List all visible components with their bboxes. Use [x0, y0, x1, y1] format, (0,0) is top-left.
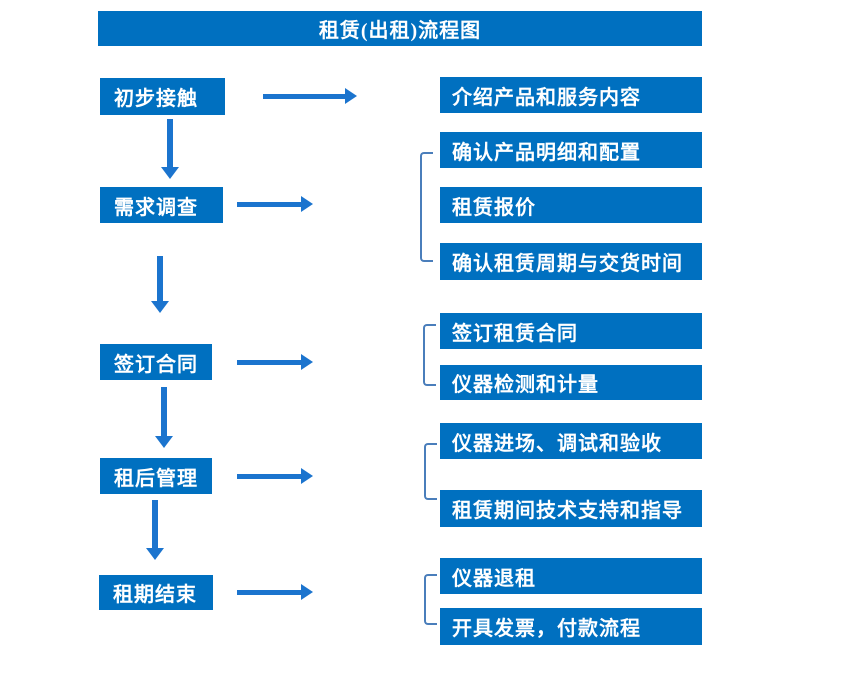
right-arrow-icon — [237, 584, 313, 600]
arrow-head — [161, 167, 179, 179]
detail-box-tech-support: 租赁期间技术支持和指导 — [440, 490, 702, 527]
down-arrow-icon — [161, 119, 179, 179]
group-bracket — [424, 443, 437, 500]
detail-box-invoice-payment: 开具发票，付款流程 — [440, 608, 702, 645]
arrow-head — [301, 468, 313, 484]
group-bracket — [424, 574, 437, 625]
detail-box-instrument-setup: 仪器进场、调试和验收 — [440, 423, 702, 459]
detail-box-confirm-product-spec: 确认产品明细和配置 — [440, 132, 702, 168]
detail-box-instrument-return: 仪器退租 — [440, 558, 702, 594]
arrow-shaft — [263, 93, 346, 99]
right-arrow-icon — [237, 468, 313, 484]
arrow-shaft — [167, 119, 173, 168]
right-arrow-icon — [237, 196, 313, 212]
group-bracket — [420, 152, 433, 262]
arrow-shaft — [152, 500, 158, 549]
arrow-shaft — [161, 387, 167, 437]
arrow-shaft — [157, 256, 163, 302]
group-bracket — [423, 324, 436, 386]
down-arrow-icon — [146, 500, 164, 560]
step-node-initial-contact: 初步接触 — [100, 78, 225, 115]
step-node-rental-end: 租期结束 — [99, 575, 213, 610]
arrow-shaft — [237, 359, 302, 365]
arrow-head — [301, 196, 313, 212]
down-arrow-icon — [151, 256, 169, 313]
detail-box-confirm-period: 确认租赁周期与交货时间 — [440, 243, 702, 280]
arrow-shaft — [237, 589, 302, 595]
arrow-head — [151, 301, 169, 313]
detail-box-sign-rental-contract: 签订租赁合同 — [440, 313, 702, 349]
down-arrow-icon — [155, 387, 173, 448]
detail-box-rental-quote: 租赁报价 — [440, 187, 702, 223]
flowchart-title: 租赁(出租)流程图 — [98, 11, 702, 46]
arrow-head — [146, 548, 164, 560]
right-arrow-icon — [263, 88, 357, 104]
detail-box-introduce-products: 介绍产品和服务内容 — [440, 77, 702, 113]
arrow-head — [345, 88, 357, 104]
step-node-post-rental: 租后管理 — [100, 458, 212, 494]
arrow-head — [301, 354, 313, 370]
arrow-head — [155, 436, 173, 448]
arrow-shaft — [237, 201, 302, 207]
right-arrow-icon — [237, 354, 313, 370]
arrow-shaft — [237, 473, 302, 479]
step-node-demand-survey: 需求调查 — [100, 187, 223, 223]
arrow-head — [301, 584, 313, 600]
step-node-sign-contract: 签订合同 — [100, 344, 212, 380]
detail-box-instrument-testing: 仪器检测和计量 — [440, 365, 702, 400]
